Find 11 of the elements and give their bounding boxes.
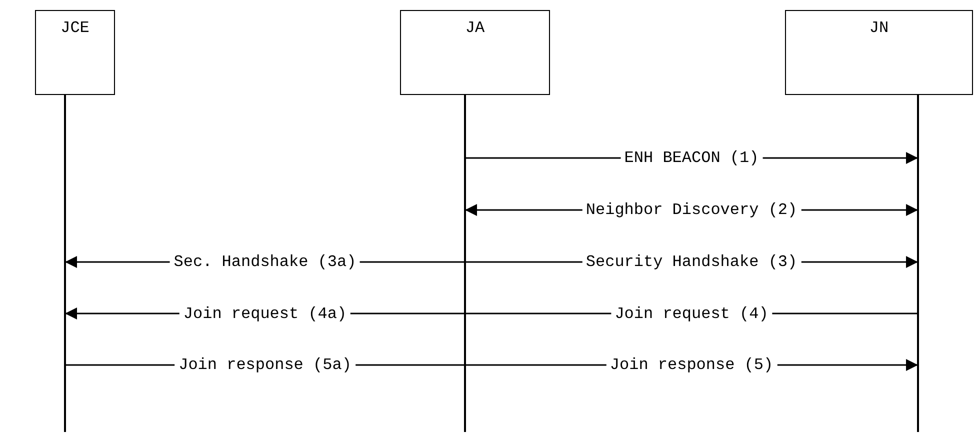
edge-label: Join response (5a) <box>174 356 356 374</box>
edge-label: Join request (4a) <box>179 304 351 322</box>
edge-label: Join request (4) <box>610 304 772 322</box>
participant-name: JCE <box>60 19 90 37</box>
edge-label: Sec. Handshake (3a) <box>170 253 360 271</box>
participant-name: JN <box>868 19 890 37</box>
participant-name: JA <box>464 19 486 37</box>
edge-label: Neighbor Discovery (2) <box>582 201 802 219</box>
edge-label: Join response (5) <box>606 356 778 374</box>
edge-label: Security Handshake (3) <box>582 253 802 271</box>
edge-label: ENH BEACON (1) <box>620 149 763 167</box>
